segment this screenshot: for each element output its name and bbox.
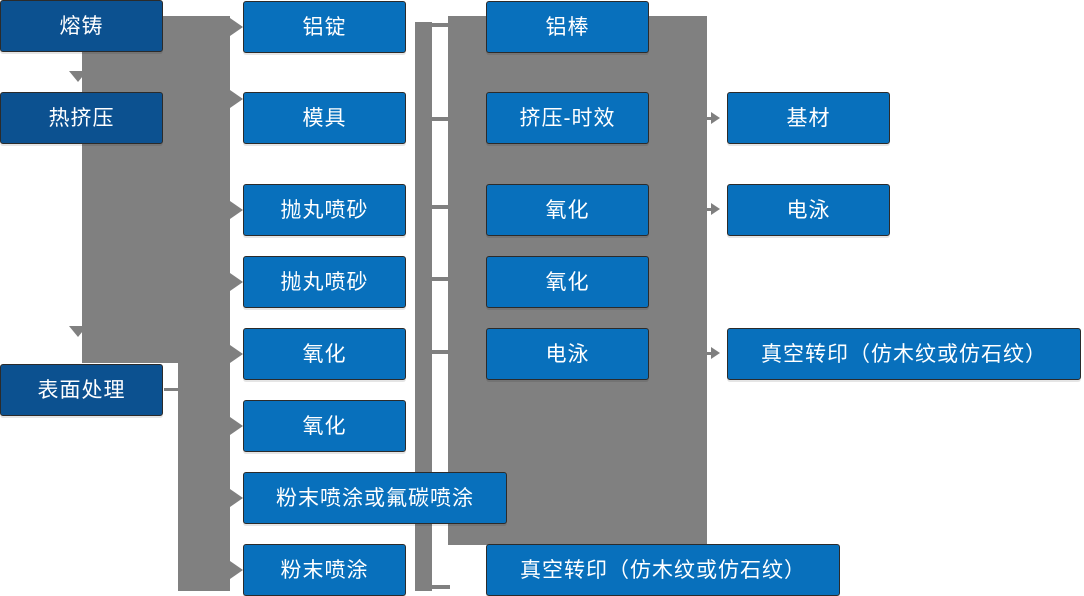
arrow-to-proc-shotblast-1	[230, 201, 243, 219]
output-label-vacuum-transfer: 真空转印（仿木纹或仿石纹）	[761, 342, 1047, 366]
process-box-powder-coating[interactable]: 粉末喷涂	[243, 544, 406, 596]
arrow-to-proc-oxidation-2	[230, 417, 243, 435]
process-box-ingot[interactable]: 铝锭	[243, 1, 406, 53]
output-label-substrate: 基材	[786, 106, 831, 130]
stage-label-hot-extrusion: 热挤压	[48, 106, 115, 130]
process-label-shotblast-2: 抛丸喷砂	[280, 270, 369, 294]
output-box-vacuum-transfer[interactable]: 真空转印（仿木纹或仿石纹）	[727, 328, 1081, 380]
material-box-electrophoresis[interactable]: 电泳	[486, 328, 649, 380]
material-box-oxidation-1[interactable]: 氧化	[486, 184, 649, 236]
bridge-row-3	[432, 205, 450, 209]
stage-box-melting[interactable]: 熔铸	[0, 0, 163, 52]
output-box-substrate[interactable]: 基材	[727, 92, 890, 144]
process-box-oxidation-2[interactable]: 氧化	[243, 400, 406, 452]
arrow-to-proc-powder	[230, 561, 243, 579]
bridge-row-5	[432, 350, 450, 354]
bridge-row-7	[432, 585, 450, 589]
process-label-mold: 模具	[302, 106, 347, 130]
material-box-oxidation-2[interactable]: 氧化	[486, 256, 649, 308]
connector-trunk-left-lower	[178, 16, 230, 591]
process-box-shotblast-1[interactable]: 抛丸喷砂	[243, 184, 406, 236]
bridge-row-1	[432, 23, 450, 27]
material-label-aluminum-bar: 铝棒	[545, 15, 590, 39]
material-label-extrusion-aging: 挤压-时效	[519, 106, 616, 130]
arrow-to-out-electro	[711, 203, 720, 215]
output-box-electrophoresis[interactable]: 电泳	[727, 184, 890, 236]
arrow-down-to-surface-treatment	[69, 326, 87, 337]
connector-surface-to-trunk	[164, 388, 186, 391]
connector-rail-narrow	[415, 22, 432, 591]
material-label-electrophoresis: 电泳	[545, 342, 590, 366]
bridge-row-2	[432, 117, 450, 121]
stage-box-surface-treatment[interactable]: 表面处理	[0, 364, 163, 416]
arrow-to-proc-mold	[230, 90, 243, 108]
process-box-mold[interactable]: 模具	[243, 92, 406, 144]
material-box-aluminum-bar[interactable]: 铝棒	[486, 1, 649, 53]
material-box-extrusion-aging[interactable]: 挤压-时效	[486, 92, 649, 144]
material-label-oxidation-2: 氧化	[545, 270, 590, 294]
stage-label-surface-treatment: 表面处理	[37, 378, 126, 402]
material-label-oxidation-1: 氧化	[545, 198, 590, 222]
process-label-powder-coating: 粉末喷涂	[280, 558, 369, 582]
arrow-to-out-substrate	[711, 112, 720, 124]
process-box-shotblast-2[interactable]: 抛丸喷砂	[243, 256, 406, 308]
process-label-oxidation-2: 氧化	[302, 414, 347, 438]
output-label-electrophoresis: 电泳	[786, 198, 831, 222]
process-label-shotblast-1: 抛丸喷砂	[280, 198, 369, 222]
stage-box-hot-extrusion[interactable]: 热挤压	[0, 92, 163, 144]
bridge-row-4	[432, 277, 450, 281]
process-box-powder-fluorocarbon[interactable]: 粉末喷涂或氟碳喷涂	[243, 472, 507, 524]
connector-trunk-left-upper	[82, 16, 178, 363]
arrow-to-proc-ingot	[230, 18, 243, 36]
material-box-vacuum-transfer[interactable]: 真空转印（仿木纹或仿石纹）	[486, 544, 840, 596]
material-label-vacuum-transfer: 真空转印（仿木纹或仿石纹）	[520, 558, 806, 582]
process-label-oxidation-1: 氧化	[302, 342, 347, 366]
process-box-oxidation-1[interactable]: 氧化	[243, 328, 406, 380]
stage-label-melting: 熔铸	[59, 14, 104, 38]
arrow-to-out-vacuum	[711, 347, 720, 359]
arrow-to-proc-oxidation-1	[230, 345, 243, 363]
arrow-down-to-hot-extrusion	[69, 71, 87, 82]
process-label-ingot: 铝锭	[302, 15, 347, 39]
process-label-powder-fluorocarbon: 粉末喷涂或氟碳喷涂	[276, 486, 474, 510]
arrow-to-proc-powder-fluor	[230, 489, 243, 507]
arrow-to-proc-shotblast-2	[230, 273, 243, 291]
